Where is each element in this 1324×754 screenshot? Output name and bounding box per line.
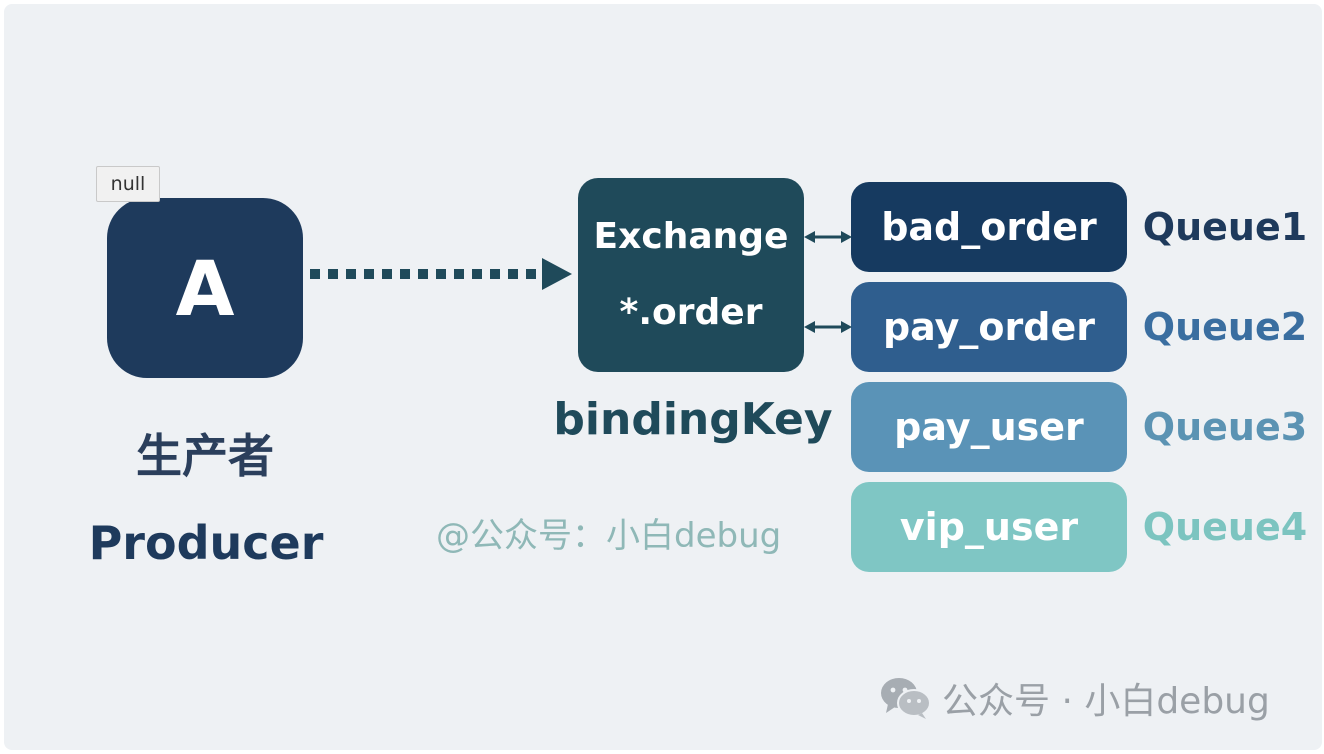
queue-box-vip-user: vip_user: [851, 482, 1127, 572]
exchange-routing-key: *.order: [619, 292, 763, 333]
producer-letter: A: [175, 243, 235, 333]
watermark-corner: 公众号 · 小白debug: [880, 670, 1290, 726]
queue-name: pay_order: [882, 305, 1095, 349]
exchange-title: Exchange: [593, 216, 789, 257]
queue-box-pay-order: pay_order: [851, 282, 1127, 372]
producer-label-cn: 生产者: [136, 429, 274, 483]
null-tooltip: null: [96, 166, 160, 202]
watermark-center: @公众号：小白debug: [436, 516, 782, 556]
binding-key-caption: bindingKey: [553, 394, 833, 445]
queue-name: pay_user: [894, 405, 1084, 449]
queue-box-bad-order: bad_order: [851, 182, 1127, 272]
watermark-corner-text: 公众号 · 小白debug: [942, 681, 1270, 722]
queue-name: bad_order: [881, 205, 1097, 249]
queue-box-pay-user: pay_user: [851, 382, 1127, 472]
queue-label-3: Queue3: [1142, 405, 1308, 449]
producer-box: A: [107, 198, 303, 378]
exchange-box: Exchange *.order: [578, 178, 804, 372]
queue-label-1: Queue1: [1142, 205, 1308, 249]
queue-label-4: Queue4: [1142, 505, 1308, 549]
queue-label-2: Queue2: [1142, 305, 1308, 349]
wechat-icon: [881, 678, 931, 719]
producer-label-en: Producer: [88, 516, 324, 570]
queue-name: vip_user: [899, 505, 1079, 549]
